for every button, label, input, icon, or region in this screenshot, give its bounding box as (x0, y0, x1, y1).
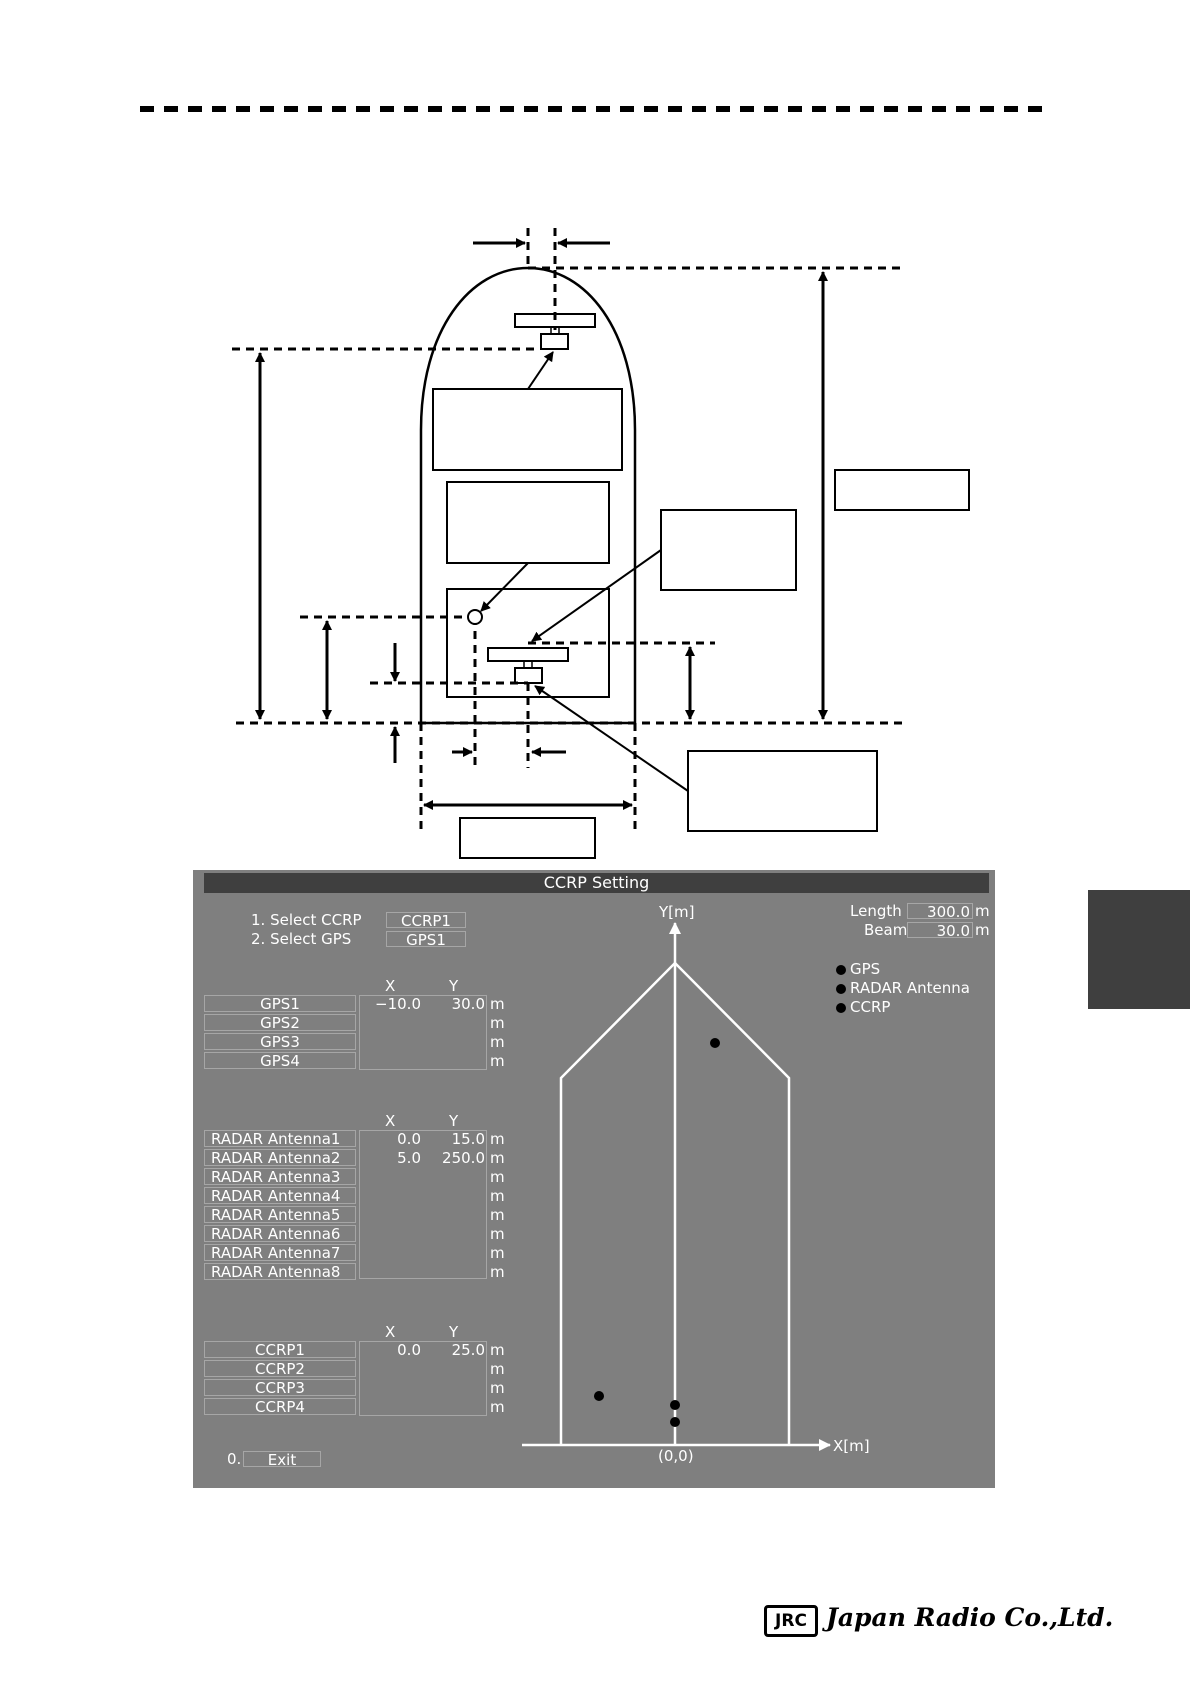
unit-label: m (490, 1052, 505, 1070)
hull-outline (419, 266, 637, 723)
callout-box-length (834, 469, 970, 511)
row-button[interactable]: RADAR Antenna3 (204, 1168, 356, 1186)
legend-gps: GPS (836, 960, 880, 978)
unit-label: m (490, 1341, 505, 1359)
length-unit: m (975, 902, 990, 920)
y-value[interactable]: 250.0 (442, 1149, 485, 1167)
row-button[interactable]: CCRP2 (204, 1360, 356, 1378)
y-value[interactable]: 15.0 (451, 1130, 485, 1148)
x-axis-label: X[m] (833, 1437, 870, 1455)
row-button[interactable]: CCRP3 (204, 1379, 356, 1397)
radar-values-box (359, 1130, 487, 1279)
exit-button[interactable]: Exit (243, 1451, 321, 1468)
exit-index: 0. (227, 1450, 242, 1468)
row-button[interactable]: RADAR Antenna8 (204, 1263, 356, 1281)
x-value[interactable]: 0.0 (397, 1130, 421, 1148)
ccrp-layout-plot (522, 922, 831, 1451)
unit-label: m (490, 995, 505, 1013)
gps-marker-plot (710, 1038, 720, 1048)
row-button[interactable]: GPS4 (204, 1052, 356, 1070)
origin-label: (0,0) (658, 1447, 694, 1465)
legend-radar: RADAR Antenna (836, 979, 970, 997)
beam-unit: m (975, 921, 990, 939)
company-name: Japan Radio Co.,Ltd. (826, 1603, 1114, 1632)
x-value[interactable]: 0.0 (397, 1341, 421, 1359)
gps-marker-icon (836, 964, 846, 975)
unit-label: m (490, 1379, 505, 1397)
gps-antenna-box (540, 333, 569, 350)
ccrp-col-x: X (385, 1323, 396, 1341)
ship-outline-plot (559, 961, 791, 1445)
legend-ccrp: CCRP (836, 998, 890, 1016)
unit-label: m (490, 1033, 505, 1051)
row-button[interactable]: RADAR Antenna4 (204, 1187, 356, 1205)
gps-col-y: Y (449, 977, 459, 995)
length-field[interactable]: 300.0 (907, 903, 973, 920)
row-button[interactable]: RADAR Antenna6 (204, 1225, 356, 1243)
gps-col-x: X (385, 977, 396, 995)
radar-marker-icon (836, 983, 846, 994)
panel-title: CCRP Setting (204, 873, 989, 893)
ccrp-col-y: Y (449, 1323, 459, 1341)
callout-box-gps (432, 388, 623, 471)
row-button[interactable]: RADAR Antenna1 (204, 1130, 356, 1148)
x-value[interactable]: −10.0 (375, 995, 421, 1013)
ccrp-marker-icon (836, 1002, 846, 1013)
row-button[interactable]: CCRP4 (204, 1398, 356, 1416)
beam-label: Beam (864, 921, 908, 939)
row-button[interactable]: CCRP1 (204, 1341, 356, 1359)
row-button[interactable]: GPS2 (204, 1014, 356, 1032)
unit-label: m (490, 1398, 505, 1416)
callout-box-radar (687, 750, 878, 832)
x-value[interactable]: 5.0 (397, 1149, 421, 1167)
row-button[interactable]: GPS1 (204, 995, 356, 1013)
radar-col-x: X (385, 1112, 396, 1130)
unit-label: m (490, 1225, 505, 1243)
jrc-mark: JRC (764, 1605, 818, 1637)
select-ccrp-field[interactable]: CCRP1 (386, 912, 466, 929)
y-value[interactable]: 25.0 (451, 1341, 485, 1359)
jrc-logo: JRC Japan Radio Co.,Ltd. (764, 1603, 1113, 1637)
callout-box-bridge (446, 588, 610, 698)
ccrp-point (467, 609, 483, 625)
radar-col-y: Y (449, 1112, 459, 1130)
unit-label: m (490, 1130, 505, 1148)
beam-field[interactable]: 30.0 (907, 922, 973, 939)
callout-box-ccrp (446, 481, 610, 564)
callout-box-radar-top (660, 509, 797, 591)
unit-label: m (490, 1206, 505, 1224)
row-button[interactable]: RADAR Antenna5 (204, 1206, 356, 1224)
y-axis-label: Y[m] (659, 903, 695, 921)
y-value[interactable]: 30.0 (451, 995, 485, 1013)
ccrp-setting-panel: CCRP Setting 1. Select CCRP CCRP1 2. Sel… (193, 870, 995, 1488)
row-button[interactable]: GPS3 (204, 1033, 356, 1051)
chapter-side-tab (1088, 890, 1190, 1009)
unit-label: m (490, 1263, 505, 1281)
unit-label: m (490, 1244, 505, 1262)
radar-antenna-box (514, 667, 543, 684)
row-button[interactable]: RADAR Antenna2 (204, 1149, 356, 1167)
length-label: Length (850, 902, 902, 920)
callout-box-beam (459, 817, 596, 859)
unit-label: m (490, 1014, 505, 1032)
ccrp-marker-plot (670, 1400, 680, 1410)
ship-dimension-diagram (140, 106, 1052, 859)
unit-label: m (490, 1187, 505, 1205)
gps-values-box (359, 995, 487, 1070)
unit-label: m (490, 1149, 505, 1167)
ccrp-values-box (359, 1341, 487, 1416)
select-gps-field[interactable]: GPS1 (386, 931, 466, 948)
select-gps-label: 2. Select GPS (251, 930, 352, 948)
radar-marker-plot-1 (670, 1417, 680, 1427)
unit-label: m (490, 1360, 505, 1378)
select-ccrp-label: 1. Select CCRP (251, 911, 362, 929)
row-button[interactable]: RADAR Antenna7 (204, 1244, 356, 1262)
radar-marker-plot-2 (594, 1391, 604, 1401)
unit-label: m (490, 1168, 505, 1186)
radar-antenna-bar (487, 647, 569, 662)
